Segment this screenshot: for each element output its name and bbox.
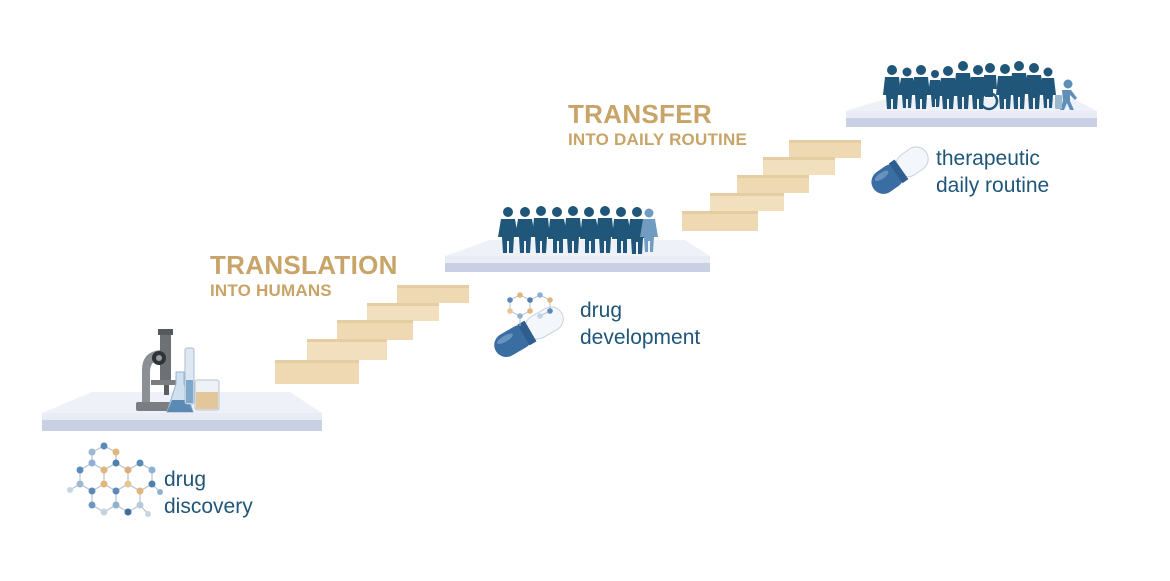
stage-daily-routine-line1: therapeutic [936,147,1040,170]
step-translation-heading: TRANSLATION INTO HUMANS [210,250,398,302]
stage-discovery-line1: drug [164,468,207,491]
people-group-icon [498,206,658,254]
stage-discovery-label: drug discovery [164,466,253,520]
crowd-icon [883,61,1077,111]
capsule-icon [871,146,929,194]
molecule-atoms [67,442,163,517]
step-transfer-title: TRANSFER [568,99,712,129]
stage-daily-routine-label: therapeutic daily routine [936,145,1049,199]
beaker-icon [194,379,220,411]
stage-daily-routine-line2: daily routine [936,174,1050,197]
capsule-molecule-icon [494,292,564,357]
step-translation-title: TRANSLATION [210,250,398,280]
step-transfer-subtitle: INTO DAILY ROUTINE [568,130,747,149]
stage-development-line1: drug [580,299,623,322]
step-transfer-heading: TRANSFER INTO DAILY ROUTINE [568,99,747,151]
step-translation-subtitle: INTO HUMANS [210,281,332,300]
stage-development-label: drug development [580,297,700,351]
microscope-icon [136,329,182,411]
stairs-transfer [682,140,861,231]
flask-icon [166,347,195,413]
stairs-translation [275,285,469,384]
stage-discovery-line2: discovery [164,495,253,518]
stage-development-line2: development [580,326,701,349]
